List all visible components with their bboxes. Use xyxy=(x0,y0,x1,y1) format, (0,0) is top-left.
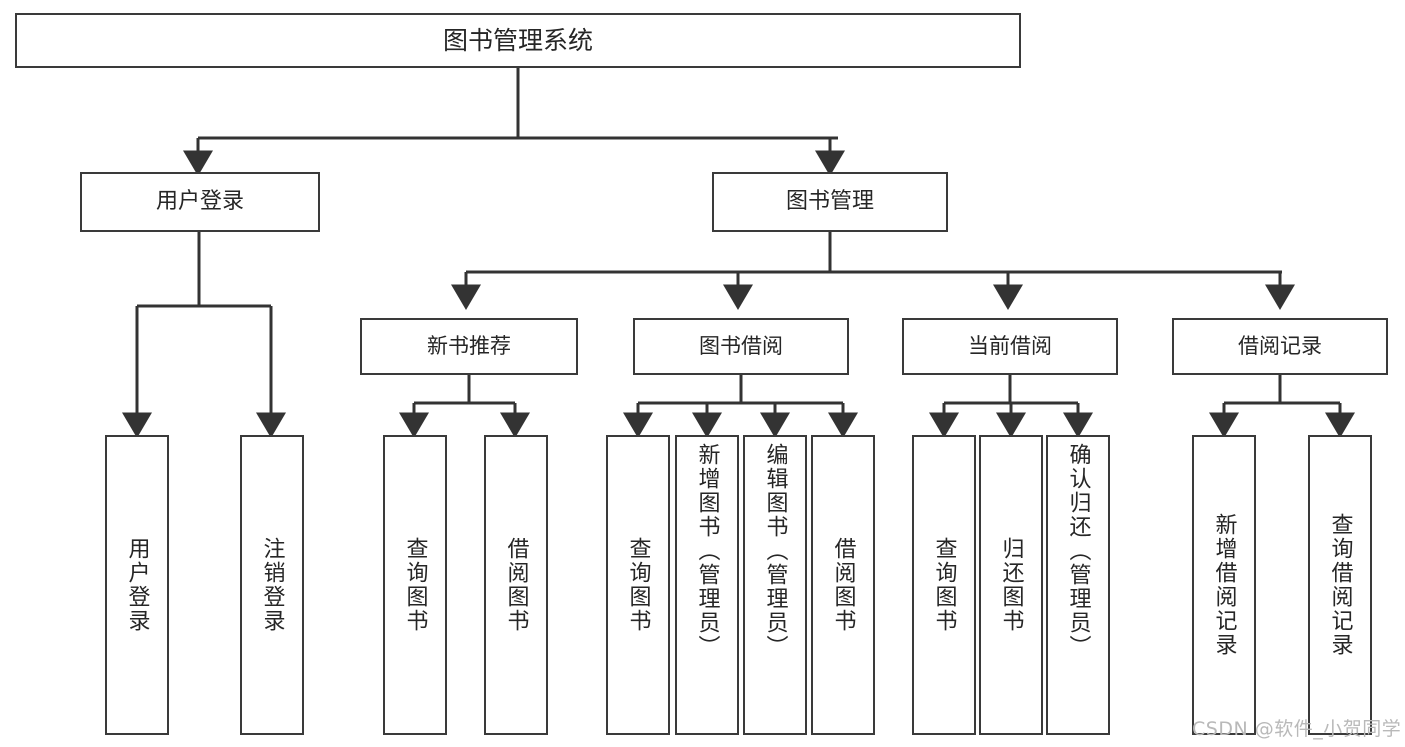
csdn-watermark: CSDN @软件_小贺同学 xyxy=(1192,718,1402,740)
node-book-borrow[interactable]: 图书借阅 xyxy=(633,318,849,375)
leaf-query-book-current[interactable]: 查询图书 xyxy=(912,435,976,735)
leaf-borrow-book[interactable]: 借阅图书 xyxy=(811,435,875,735)
leaf-confirm-return-admin[interactable]: 确认归还（管理员） xyxy=(1046,435,1110,735)
node-new-book-recommend[interactable]: 新书推荐 xyxy=(360,318,578,375)
node-current-borrow[interactable]: 当前借阅 xyxy=(902,318,1118,375)
leaf-logout[interactable]: 注销登录 xyxy=(240,435,304,735)
node-borrow-record[interactable]: 借阅记录 xyxy=(1172,318,1388,375)
leaf-borrow-book-recommend[interactable]: 借阅图书 xyxy=(484,435,548,735)
node-root-system[interactable]: 图书管理系统 xyxy=(15,13,1021,68)
node-user-login[interactable]: 用户登录 xyxy=(80,172,320,232)
leaf-add-book-admin[interactable]: 新增图书（管理员） xyxy=(675,435,739,735)
leaf-add-borrow-record[interactable]: 新增借阅记录 xyxy=(1192,435,1256,735)
leaf-query-book-recommend[interactable]: 查询图书 xyxy=(383,435,447,735)
leaf-query-book-borrow[interactable]: 查询图书 xyxy=(606,435,670,735)
node-book-management[interactable]: 图书管理 xyxy=(712,172,948,232)
leaf-query-borrow-record[interactable]: 查询借阅记录 xyxy=(1308,435,1372,735)
leaf-edit-book-admin[interactable]: 编辑图书（管理员） xyxy=(743,435,807,735)
leaf-user-login[interactable]: 用户登录 xyxy=(105,435,169,735)
leaf-return-book[interactable]: 归还图书 xyxy=(979,435,1043,735)
